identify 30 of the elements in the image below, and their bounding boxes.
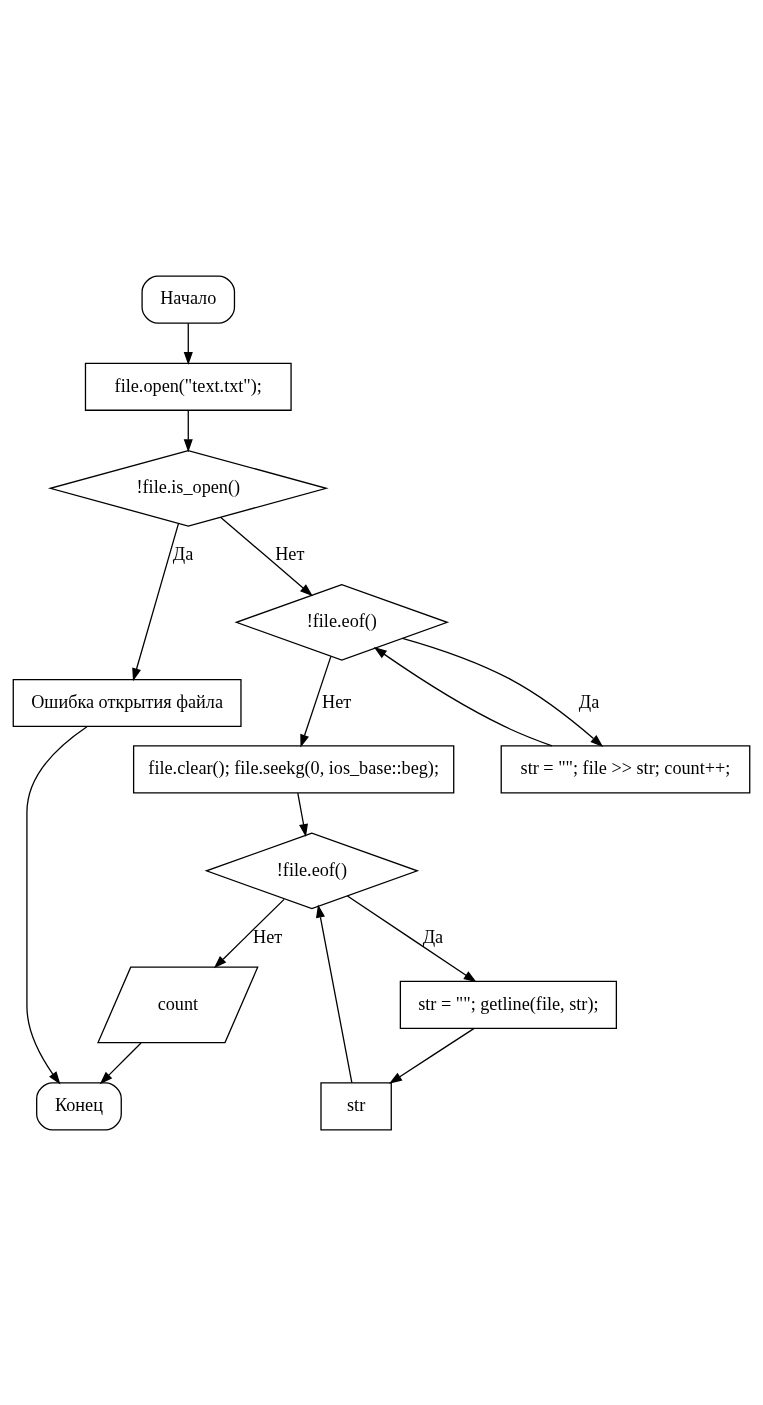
arrow [99,1041,142,1084]
node-box: Ошибка открытия файла [12,678,242,727]
edge-label: Да [578,691,600,712]
arrow [346,894,477,982]
arrow [297,791,309,837]
edge-label: Да [422,926,444,947]
edge-label: Нет [322,691,352,712]
arrow [373,646,553,746]
arrow [401,637,604,747]
node-diamond: !file.is_open() [47,449,329,527]
arrow [183,409,193,452]
edge-label: Да [172,543,194,564]
edge-label: Нет [253,926,283,947]
arrow [300,655,332,748]
node-box: str = ""; getline(file, str); [399,980,617,1029]
node-box: file.clear(); file.seekg(0, ios_base::beg); [132,744,455,793]
node-box: str [320,1081,392,1130]
node-box: Конец [36,1081,122,1130]
node-diamond: !file.eof() [204,831,420,909]
arrow [26,725,88,1084]
edge-label: Нет [275,543,305,564]
arrow [389,1027,475,1084]
arrow [132,522,180,681]
arrow [213,898,285,968]
arrow [316,904,353,1083]
arrow [220,516,313,596]
node-box: file.open("text.txt"); [84,362,292,411]
arrow [183,322,193,365]
node-box: str = ""; file >> str; count++; [500,744,751,793]
node-box: Начало [141,275,236,324]
